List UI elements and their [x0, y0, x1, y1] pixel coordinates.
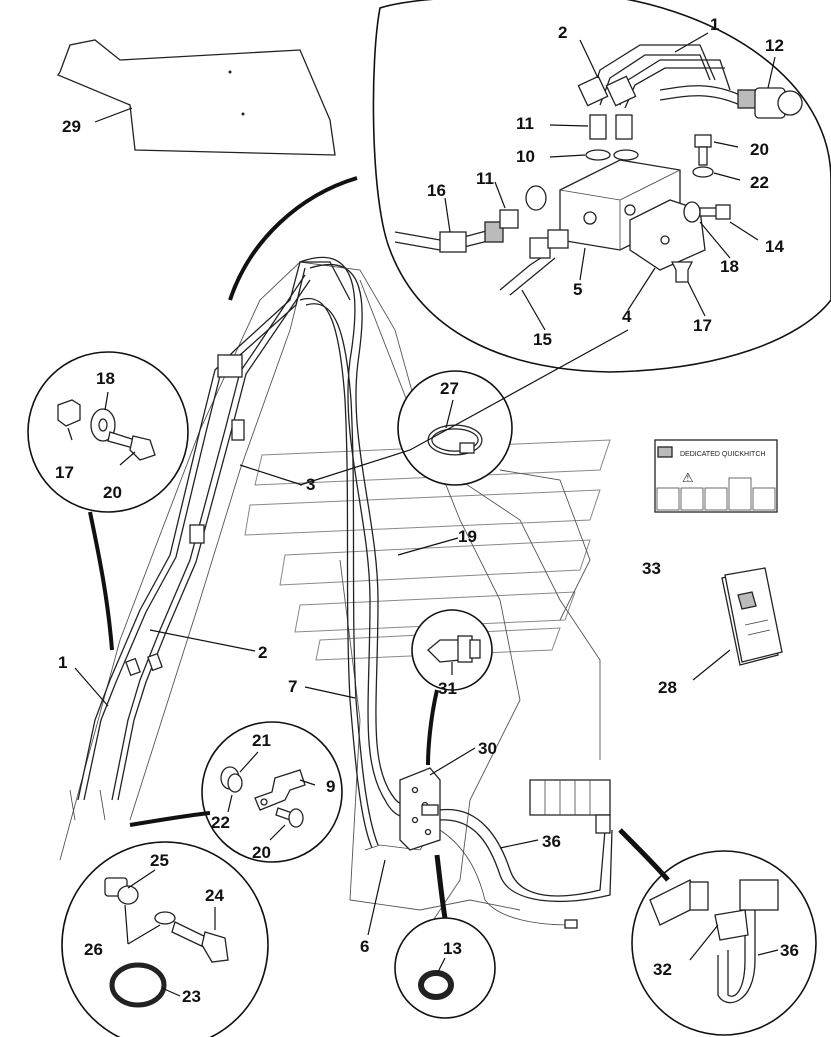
- callout-36: 36: [542, 832, 561, 851]
- callout-12: 12: [765, 36, 784, 55]
- callout-36: 36: [780, 941, 799, 960]
- manual-28: [692, 567, 783, 681]
- callout-4: 4: [622, 307, 632, 326]
- guard-plate: [57, 39, 336, 156]
- callout-22: 22: [750, 173, 769, 192]
- manifold-block: [399, 767, 441, 851]
- callout-23: 23: [182, 987, 201, 1006]
- callout-14: 14: [765, 237, 784, 256]
- callout-27: 27: [440, 379, 459, 398]
- callout-22: 22: [211, 813, 230, 832]
- callout-2: 2: [258, 643, 267, 662]
- callout-7: 7: [288, 677, 297, 696]
- coupler-detail-circle: [411, 609, 493, 691]
- callout-30: 30: [478, 739, 497, 758]
- valve-detail-circle: [372, 0, 831, 373]
- hose-36: [439, 808, 613, 929]
- callout-15: 15: [533, 330, 552, 349]
- callout-3: 3: [306, 475, 315, 494]
- decal-title: DEDICATED QUICKHITCH: [680, 451, 765, 458]
- callout-1: 1: [58, 653, 67, 672]
- callout-20: 20: [750, 140, 769, 159]
- warning-icon: ⚠: [682, 471, 694, 486]
- callout-11: 11: [516, 114, 534, 133]
- callout-28: 28: [658, 678, 677, 697]
- coupling-detail-circle: [631, 850, 817, 1036]
- callout-11: 11: [476, 169, 494, 188]
- grommet-detail-circle: [394, 917, 496, 1019]
- callout-20: 20: [252, 843, 271, 862]
- callout-10: 10: [516, 147, 535, 166]
- callout-21: 21: [252, 731, 271, 750]
- callout-16: 16: [427, 181, 446, 200]
- callout-6: 6: [360, 937, 369, 956]
- callout-9: 9: [326, 777, 335, 796]
- callout-13: 13: [443, 939, 462, 958]
- callout-18: 18: [96, 369, 115, 388]
- seal-detail-circle: [61, 841, 269, 1037]
- callout-1: 1: [710, 15, 719, 34]
- leader-lines: [74, 32, 776, 936]
- callout-33: 33: [642, 559, 661, 578]
- detail-connectors: [88, 176, 670, 919]
- hydraulic-pipes: [69, 261, 351, 821]
- fastener-detail-circle: [27, 351, 189, 513]
- callout-20: 20: [103, 483, 122, 502]
- callout-17: 17: [55, 463, 74, 482]
- main-hoses: [299, 256, 431, 851]
- callout-31: 31: [438, 679, 457, 698]
- bracket-detail-circle: [201, 721, 343, 863]
- callout-25: 25: [150, 851, 169, 870]
- callout-labels: 1 1 2 2 3 4 5 6 7 9 10 11 11 12 13 14 15…: [55, 15, 799, 1006]
- decal-strip: [529, 779, 611, 834]
- callout-18: 18: [720, 257, 739, 276]
- callout-26: 26: [84, 940, 103, 959]
- loader-arm-outline: [59, 261, 601, 941]
- callout-29: 29: [62, 117, 81, 136]
- callout-24: 24: [205, 886, 224, 905]
- callout-2: 2: [558, 23, 567, 42]
- callout-5: 5: [573, 280, 582, 299]
- decal-33: DEDICATED QUICKHITCH ⚠: [654, 439, 778, 513]
- callout-32: 32: [653, 960, 672, 979]
- callout-19: 19: [458, 527, 477, 546]
- clamp-detail-circle: [397, 370, 513, 486]
- callout-17: 17: [693, 316, 712, 335]
